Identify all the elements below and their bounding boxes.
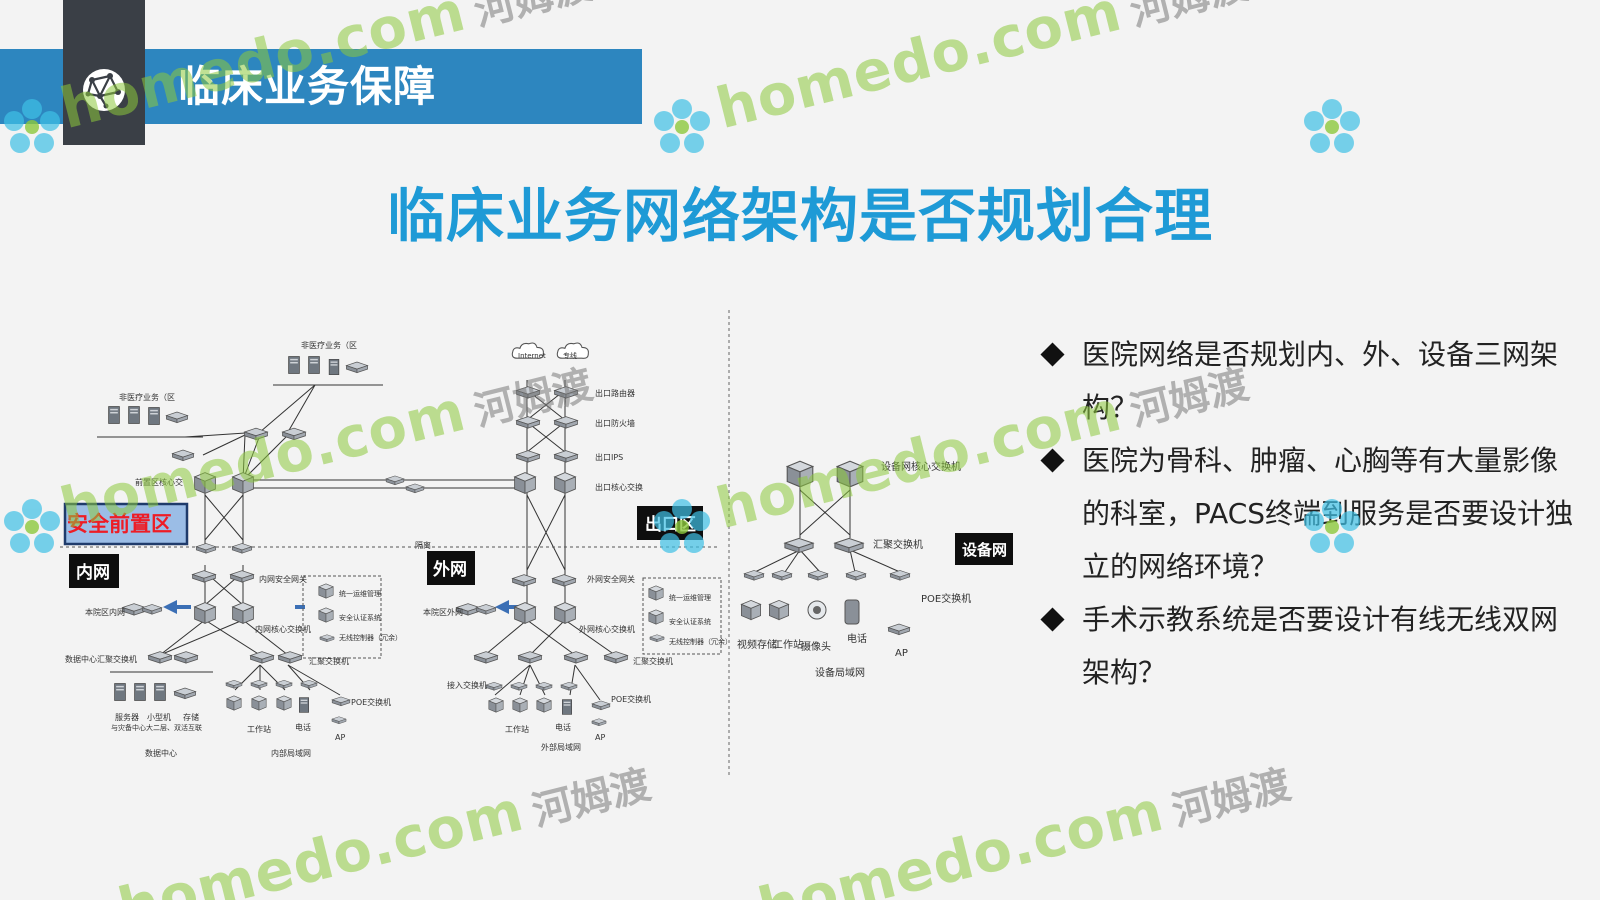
diamond-bullet-icon bbox=[1040, 607, 1065, 632]
svg-text:摄像头: 摄像头 bbox=[801, 640, 831, 653]
svg-text:出口防火墙: 出口防火墙 bbox=[595, 418, 635, 428]
svg-text:服务器: 服务器 bbox=[115, 712, 139, 722]
svg-text:前置区核心交: 前置区核心交 bbox=[135, 477, 183, 487]
svg-text:安全认证系统: 安全认证系统 bbox=[339, 613, 381, 622]
svg-text:工作站: 工作站 bbox=[773, 638, 803, 651]
svg-text:非医疗业务（区: 非医疗业务（区 bbox=[119, 392, 175, 402]
svg-text:隔离: 隔离 bbox=[415, 540, 431, 550]
watermark: homedo.com河姆渡 bbox=[710, 0, 1253, 143]
svg-text:电话: 电话 bbox=[295, 722, 311, 732]
bullet-item: 医院网络是否规划内、外、设备三网架构？ bbox=[1040, 328, 1580, 434]
diamond-bullet-icon bbox=[1040, 342, 1065, 367]
flower-logo-icon bbox=[1304, 99, 1360, 153]
bullet-list: 医院网络是否规划内、外、设备三网架构？ 医院为骨科、肿瘤、心胸等有大量影像的科室… bbox=[1040, 328, 1580, 699]
bullet-item: 手术示教系统是否要设计有线无线双网架构？ bbox=[1040, 593, 1580, 699]
svg-text:视频存储: 视频存储 bbox=[737, 638, 777, 651]
slide-title: 临床业务网络架构是否规划合理 bbox=[386, 182, 1213, 250]
svg-text:非医疗业务（区: 非医疗业务（区 bbox=[301, 340, 357, 350]
svg-text:汇聚交换机: 汇聚交换机 bbox=[309, 656, 349, 666]
zone-device-label: 设备网 bbox=[962, 541, 1007, 559]
svg-text:内网安全网关: 内网安全网关 bbox=[259, 574, 307, 584]
svg-text:电话: 电话 bbox=[555, 722, 571, 732]
svg-text:AP: AP bbox=[895, 648, 908, 659]
zone-exit-label: 出口区 bbox=[645, 514, 696, 535]
svg-text:内部局域网: 内部局域网 bbox=[271, 748, 311, 758]
svg-text:本院区外网: 本院区外网 bbox=[423, 607, 463, 617]
svg-text:POE交换机: POE交换机 bbox=[351, 697, 391, 707]
svg-text:无线控制器（冗余）: 无线控制器（冗余） bbox=[669, 637, 732, 646]
svg-text:内网核心交换机: 内网核心交换机 bbox=[255, 624, 311, 634]
network-architecture-diagram: 安全前置区 内网 外网 出口区 设备网 非医疗业务（区 非医疗业务（区 前置区核… bbox=[60, 310, 1013, 775]
svg-text:外网核心交换机: 外网核心交换机 bbox=[579, 624, 635, 634]
header-title: 临床业务保障 bbox=[178, 62, 437, 111]
svg-text:汇聚交换机: 汇聚交换机 bbox=[633, 656, 673, 666]
bullet-item: 医院为骨科、肿瘤、心胸等有大量影像的科室，PACS终端到服务是否要设计独立的网络… bbox=[1040, 434, 1580, 593]
zone-inner-label: 内网 bbox=[76, 562, 110, 583]
svg-text:接入交换机: 接入交换机 bbox=[447, 680, 487, 690]
svg-text:外网安全网关: 外网安全网关 bbox=[587, 574, 635, 584]
svg-text:本院区内网: 本院区内网 bbox=[85, 607, 125, 617]
svg-text:小型机: 小型机 bbox=[147, 712, 171, 722]
zone-safety-label: 安全前置区 bbox=[67, 512, 172, 536]
svg-text:专线: 专线 bbox=[563, 351, 577, 360]
svg-text:AP: AP bbox=[595, 733, 605, 742]
diagram-labels: 非医疗业务（区 非医疗业务（区 前置区核心交 Internet 专线 出口路由器… bbox=[65, 340, 971, 758]
svg-text:工作站: 工作站 bbox=[505, 724, 529, 734]
svg-text:安全认证系统: 安全认证系统 bbox=[669, 617, 711, 626]
device-icons bbox=[108, 342, 911, 727]
svg-text:无线控制器（冗余）: 无线控制器（冗余） bbox=[339, 633, 402, 642]
svg-text:Internet: Internet bbox=[518, 352, 546, 360]
svg-text:汇聚交换机: 汇聚交换机 bbox=[873, 538, 923, 551]
svg-text:设备网核心交换机: 设备网核心交换机 bbox=[881, 460, 961, 473]
svg-text:POE交换机: POE交换机 bbox=[921, 592, 971, 605]
svg-text:数据中心: 数据中心 bbox=[145, 748, 177, 758]
network-globe-icon bbox=[83, 69, 125, 111]
svg-text:出口IPS: 出口IPS bbox=[595, 452, 623, 462]
svg-text:出口核心交换: 出口核心交换 bbox=[595, 482, 643, 492]
zone-outer-label: 外网 bbox=[433, 559, 467, 580]
flower-logo-icon bbox=[654, 99, 710, 153]
svg-text:统一运维管理: 统一运维管理 bbox=[339, 589, 381, 598]
svg-text:出口路由器: 出口路由器 bbox=[595, 388, 635, 398]
svg-text:电话: 电话 bbox=[847, 632, 867, 645]
diamond-bullet-icon bbox=[1040, 448, 1065, 473]
svg-text:工作站: 工作站 bbox=[247, 724, 271, 734]
svg-text:设备局域网: 设备局域网 bbox=[815, 666, 865, 679]
svg-text:AP: AP bbox=[335, 733, 345, 742]
svg-text:POE交换机: POE交换机 bbox=[611, 694, 651, 704]
svg-text:数据中心汇聚交换机: 数据中心汇聚交换机 bbox=[65, 654, 137, 664]
zone-labels: 安全前置区 内网 外网 出口区 设备网 bbox=[63, 502, 1013, 588]
svg-text:与灾备中心大二层、双活互联: 与灾备中心大二层、双活互联 bbox=[111, 723, 202, 732]
svg-text:存储: 存储 bbox=[183, 712, 199, 722]
svg-text:统一运维管理: 统一运维管理 bbox=[669, 593, 711, 602]
svg-text:外部局域网: 外部局域网 bbox=[541, 742, 581, 752]
